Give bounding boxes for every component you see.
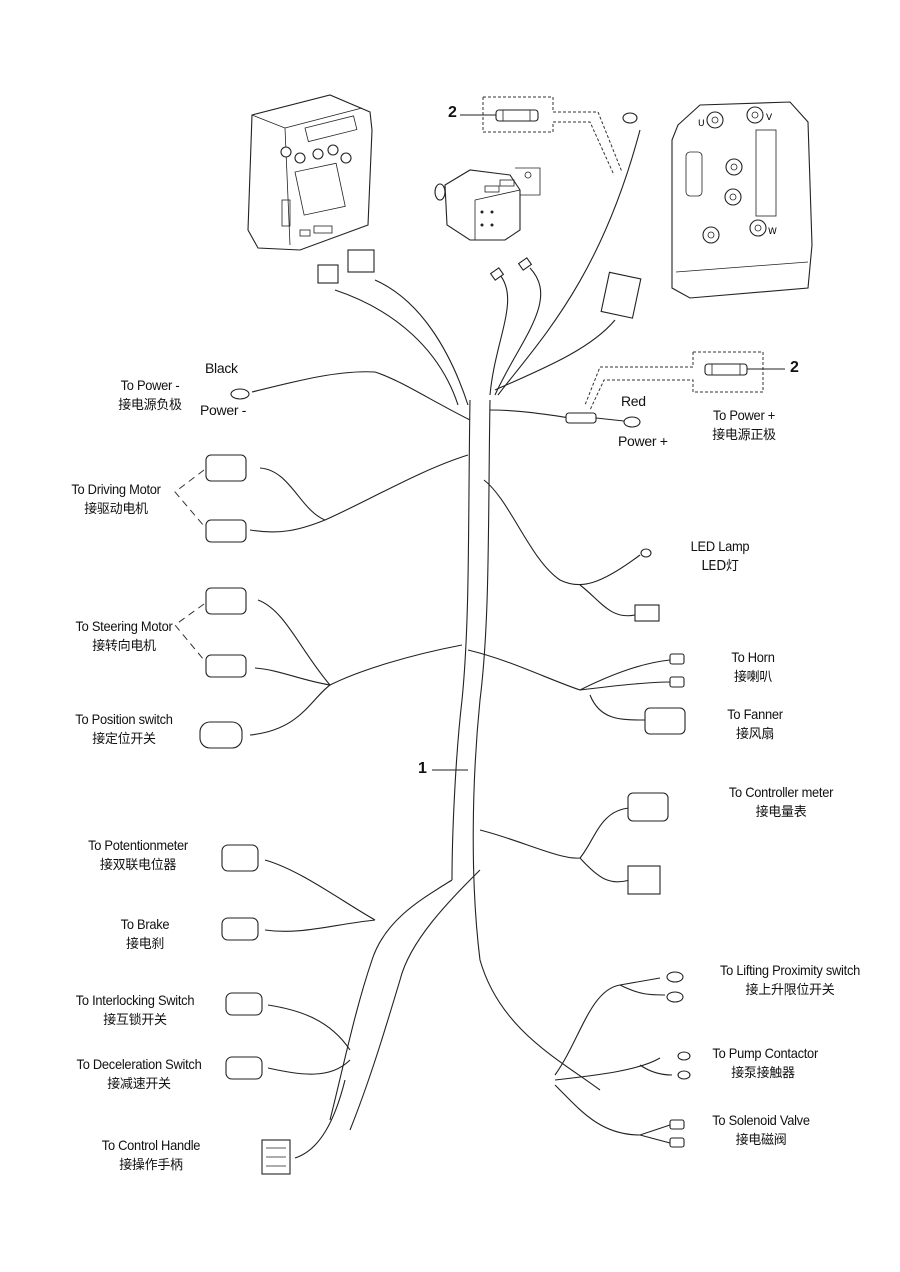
power-positive-wire-color: Red [621, 393, 646, 409]
label-text-en: To Control Handle [101, 1137, 201, 1153]
label-text-en: To Solenoid Valve [712, 1112, 810, 1128]
label-text-en: To Driving Motor [71, 481, 161, 497]
label-text-zh: 接减速开关 [107, 1077, 171, 1092]
left-motor-branches [174, 454, 469, 749]
label-text-zh: 接双联电位器 [99, 858, 177, 873]
lifting-switch-ring-b [666, 991, 684, 1003]
lower-left-branches [221, 844, 376, 1175]
fuse-inset-top [460, 96, 623, 176]
label-deceleration-switch: To Deceleration Switch 接减速开关 [60, 1055, 218, 1094]
brake-connector [221, 917, 259, 941]
fuse-inset-right [584, 351, 785, 411]
top-branches [230, 112, 642, 428]
svg-text:W: W [768, 227, 777, 237]
label-steering-motor: To Steering Motor 接转向电机 [58, 617, 190, 656]
label-text-zh: 接转向电机 [92, 639, 156, 654]
label-text-zh: 接电磁阀 [735, 1133, 787, 1148]
label-power-negative-zh: 接电源负极 [118, 398, 182, 413]
label-text-zh: 接定位开关 [92, 732, 156, 747]
label-text-zh: 接操作手柄 [119, 1158, 183, 1173]
steering-motor-connector-a [205, 587, 247, 615]
label-led-lamp: LED Lamp LED灯 [680, 537, 760, 576]
horn-terminal-b [669, 676, 685, 688]
position-switch-connector [199, 721, 243, 749]
label-text-zh: 接电量表 [755, 805, 807, 820]
power-negative-wire-color: Black [205, 360, 238, 376]
label-text-en: LED Lamp [690, 538, 750, 554]
label-interlocking-switch: To Interlocking Switch 接互锁开关 [60, 991, 210, 1030]
label-text-en: To Brake [120, 916, 170, 932]
solenoid-valve-terminal-b [669, 1137, 685, 1148]
right-branches [467, 479, 691, 1148]
pump-contactor-ring-b [677, 1070, 691, 1080]
horn-terminal-a [669, 653, 685, 665]
driving-motor-connector-a [205, 454, 247, 482]
callout-fuse-top: 2 [448, 104, 457, 121]
label-text-en: To Fanner [727, 706, 783, 722]
label-power-negative: To Power - 接电源负极 [100, 376, 200, 415]
label-position-switch: To Position switch 接定位开关 [58, 710, 190, 749]
label-horn: To Horn 接喇叭 [718, 648, 788, 687]
label-text-en: To Position switch [75, 711, 173, 727]
label-text-en: To Horn [731, 649, 775, 665]
label-text-zh: 接风扇 [735, 727, 775, 742]
steering-motor-connector-b [205, 654, 247, 678]
label-power-positive-zh: 接电源正极 [712, 428, 776, 443]
motor-controller: U V W [671, 101, 813, 299]
driving-motor-connector-b [205, 519, 247, 543]
potentiometer-connector [221, 844, 259, 872]
label-text-zh: 接电刹 [125, 937, 165, 952]
led-lamp-bulb [640, 548, 652, 558]
label-text-zh: 接驱动电机 [84, 502, 148, 517]
label-text-en: To Potentionmeter [88, 837, 188, 853]
power-positive-terminal-label: Power + [618, 433, 668, 449]
label-text-zh: 接上升限位开关 [745, 983, 835, 998]
controller-meter-connector-b [627, 865, 661, 895]
label-text-en: To Lifting Proximity switch [719, 962, 860, 978]
controller-meter-connector-a [627, 792, 669, 822]
label-potentiometer: To Potentionmeter 接双联电位器 [74, 836, 202, 875]
label-power-positive: To Power + 接电源正极 [694, 406, 794, 445]
interlocking-switch-connector [225, 992, 263, 1016]
label-pump-contactor: To Pump Contactor 接泵接触器 [708, 1044, 818, 1083]
callout-harness: 1 [418, 760, 427, 777]
lifting-switch-ring-a [666, 971, 684, 983]
label-text-en: To Deceleration Switch [76, 1056, 202, 1072]
label-text-en: To Interlocking Switch [75, 992, 195, 1008]
label-text-zh: 接喇叭 [733, 670, 773, 685]
label-power-negative-en: To Power - [120, 377, 180, 393]
deceleration-switch-connector [225, 1056, 263, 1080]
led-lamp-connector [634, 604, 660, 622]
power-negative-ring-terminal [230, 388, 250, 400]
label-driving-motor: To Driving Motor 接驱动电机 [54, 480, 178, 519]
label-solenoid-valve: To Solenoid Valve 接电磁阀 [708, 1111, 814, 1150]
label-lifting-proximity-switch: To Lifting Proximity switch 接上升限位开关 [704, 961, 876, 1000]
label-fanner: To Fanner 接风扇 [715, 705, 795, 744]
svg-text:V: V [766, 113, 773, 123]
label-text-zh: 接泵接触器 [731, 1066, 795, 1081]
label-text-en: To Steering Motor [75, 618, 173, 634]
solenoid-valve-terminal-a [669, 1119, 685, 1130]
label-text-en: To Controller meter [728, 784, 834, 800]
power-positive-ring-terminal [623, 416, 641, 428]
label-control-handle: To Control Handle 接操作手柄 [86, 1136, 216, 1175]
svg-text:U: U [698, 119, 705, 129]
callout-fuse-right: 2 [790, 359, 799, 376]
fanner-connector [644, 707, 686, 735]
label-text-en: To Pump Contactor [712, 1045, 818, 1061]
label-power-positive-en: To Power + [712, 407, 776, 423]
label-controller-meter: To Controller meter 接电量表 [716, 783, 846, 822]
power-negative-terminal-label: Power - [200, 402, 247, 418]
label-brake: To Brake 接电刹 [100, 915, 190, 954]
label-text-zh: 接互锁开关 [103, 1013, 167, 1028]
pump-contactor-ring-a [677, 1051, 691, 1061]
display-controller-module [247, 94, 373, 251]
label-text-zh: LED灯 [701, 559, 739, 574]
main-harness-trunk [329, 399, 601, 1131]
contactor-relay [434, 167, 541, 241]
